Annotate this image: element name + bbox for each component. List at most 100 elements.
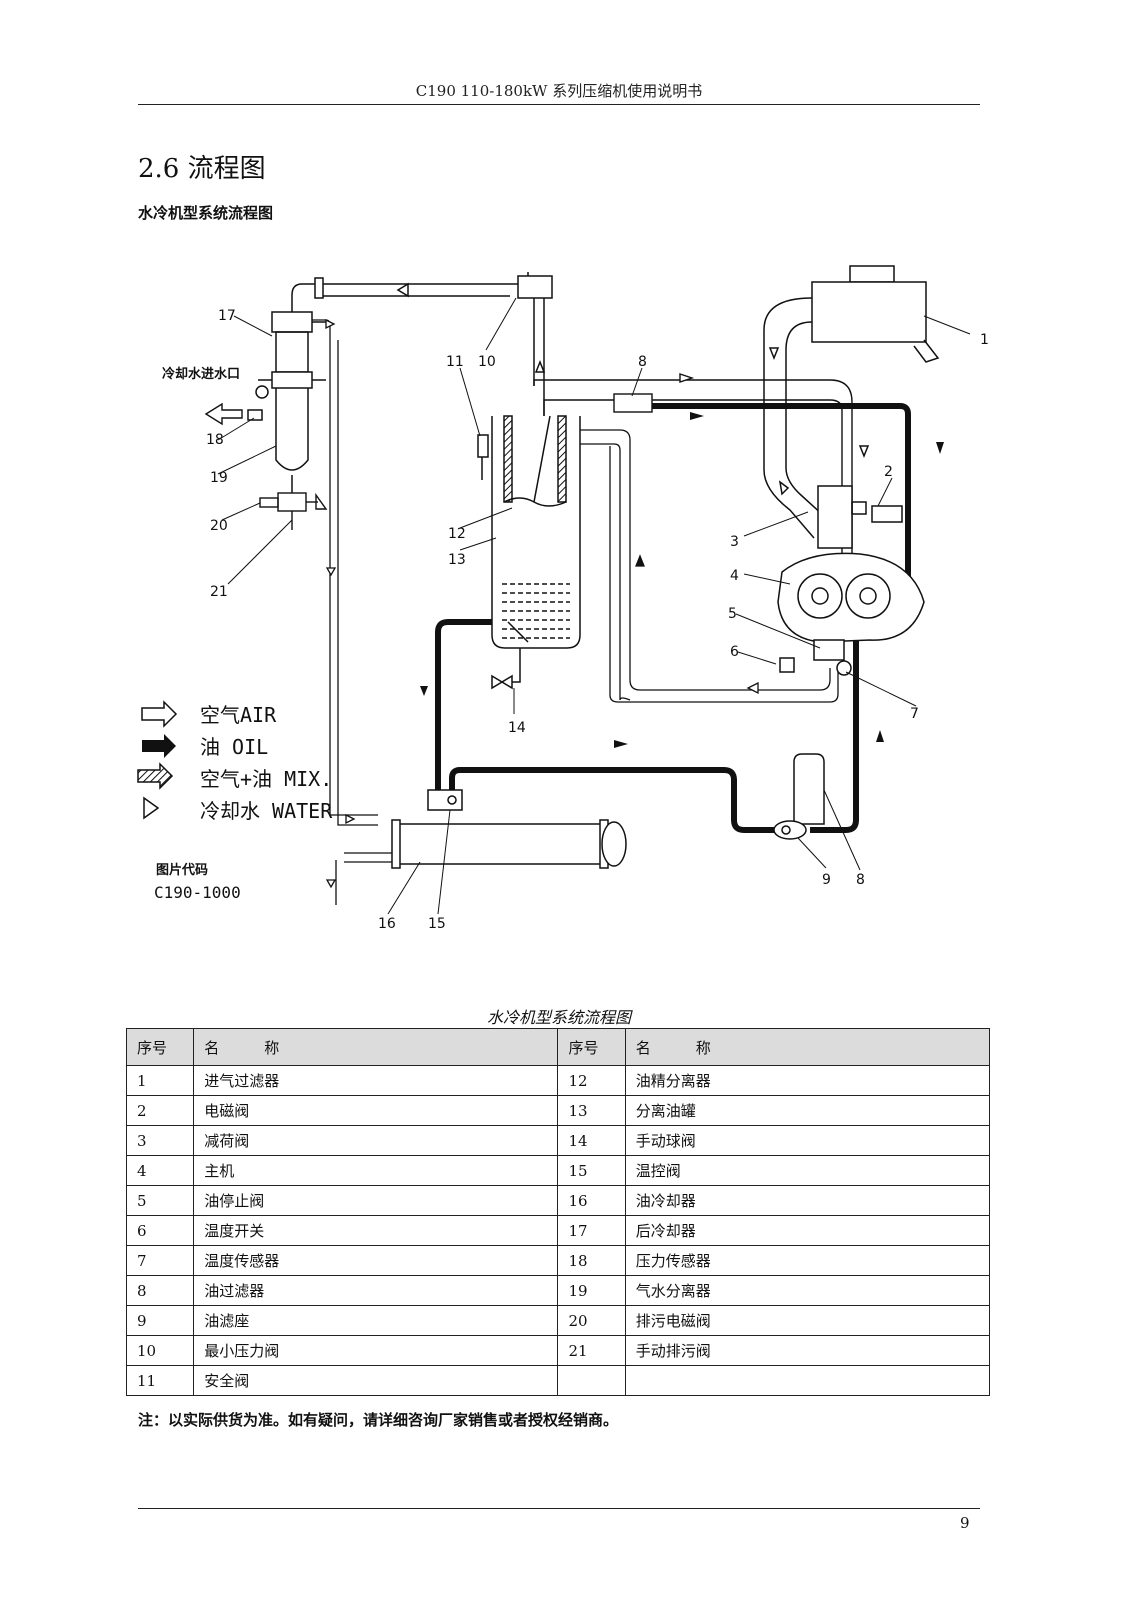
header-no-right: 序号: [557, 1028, 626, 1066]
callout-3: 3: [730, 534, 739, 550]
table-row: 11 安全阀: [125, 1365, 991, 1396]
cell-no: 4: [125, 1155, 195, 1186]
legend-oil-icon: [142, 734, 176, 758]
callout-15: 15: [428, 916, 446, 932]
callout-10: 10: [478, 354, 496, 370]
diagram-subtitle: 水冷机型系统流程图: [138, 204, 274, 222]
cell-no: 16: [557, 1185, 626, 1216]
page-header: C190 110-180kW 系列压缩机使用说明书: [415, 82, 703, 100]
callout-1: 1: [980, 332, 989, 348]
cell-name: 排污电磁阀: [624, 1305, 991, 1336]
cell-no: 15: [557, 1155, 626, 1186]
callout-18: 18: [206, 432, 224, 448]
table-row: 4 主机 15 温控阀: [125, 1155, 991, 1186]
cell-no: 8: [125, 1275, 195, 1306]
cell-name: 油过滤器: [193, 1275, 559, 1306]
cell-no: 18: [557, 1245, 626, 1276]
cell-name: 油冷却器: [624, 1185, 991, 1216]
table-row: 8 油过滤器 19 气水分离器: [125, 1275, 991, 1306]
cell-no: 9: [125, 1305, 195, 1336]
callout-8-top: 8: [638, 354, 647, 370]
callout-12: 12: [448, 526, 466, 542]
table-row: 2 电磁阀 13 分离油罐: [125, 1095, 991, 1126]
legend-air-label: 空气AIR: [200, 703, 277, 727]
cell-name: 分离油罐: [624, 1095, 991, 1126]
cell-name: 手动排污阀: [624, 1335, 991, 1366]
oil-arrow-down: [936, 442, 944, 454]
cell-no: 12: [557, 1065, 626, 1096]
header-divider: [138, 104, 980, 105]
legend: 空气AIR 油 OIL 空气+油 MIX. 冷却水 WATER: [137, 700, 333, 823]
cell-name: 温控阀: [624, 1155, 991, 1186]
oil-arrow-up: [876, 730, 884, 742]
cell-no: 1: [125, 1065, 195, 1096]
cell-name: 气水分离器: [624, 1275, 991, 1306]
cell-no: 3: [125, 1125, 195, 1156]
callout-11: 11: [446, 354, 464, 370]
cell-name: 油停止阀: [193, 1185, 559, 1216]
drain-valves: [259, 492, 328, 530]
cell-name: 最小压力阀: [193, 1335, 559, 1366]
table-row: 10 最小压力阀 21 手动排污阀: [125, 1335, 991, 1366]
cell-name: 压力传感器: [624, 1245, 991, 1276]
leader-lines: [217, 297, 971, 915]
footer-divider: [138, 1508, 980, 1509]
code-value: C190-1000: [154, 883, 241, 902]
separator-tank: [477, 415, 581, 690]
table-row: 3 减荷阀 14 手动球阀: [125, 1125, 991, 1156]
cell-no: 21: [557, 1335, 626, 1366]
legend-mix-icon: [137, 762, 174, 790]
oil-cooler: [391, 789, 627, 869]
water-line: [312, 318, 392, 905]
callout-16: 16: [378, 916, 396, 932]
callout-5: 5: [728, 606, 737, 622]
cell-no: 6: [125, 1215, 195, 1246]
oil-arrow-down-2: [420, 686, 428, 696]
legend-oil-label: 油 OIL: [200, 735, 268, 759]
page-number: 9: [960, 1514, 970, 1532]
discharge-pipe: [323, 272, 553, 416]
cell-no: 11: [125, 1365, 195, 1396]
cell-no: 5: [125, 1185, 195, 1216]
cell-no: 10: [125, 1335, 195, 1366]
table-row: 5 油停止阀 16 油冷却器: [125, 1185, 991, 1216]
return-pipe: [580, 429, 839, 703]
header-name-left: 名 称: [193, 1028, 559, 1066]
callout-4: 4: [730, 568, 739, 584]
callout-7: 7: [910, 706, 919, 722]
legend-water-icon: [143, 796, 160, 820]
callout-6: 6: [730, 644, 739, 660]
cell-name: 进气过滤器: [193, 1065, 559, 1096]
header-no-left: 序号: [125, 1028, 195, 1066]
legend-water-label: 冷却水 WATER: [200, 799, 333, 823]
cell-name: 油滤座: [193, 1305, 559, 1336]
callout-numbers: 1 2 3 4 5 6 7 8 8 9 10 11 12 13 14 15 16…: [206, 308, 989, 932]
table-row: 7 温度传感器 18 压力传感器: [125, 1245, 991, 1276]
oil-arrow-right: [690, 412, 704, 420]
cell-name: 温度开关: [193, 1215, 559, 1246]
cell-no: [557, 1365, 626, 1396]
cell-name: 电磁阀: [193, 1095, 559, 1126]
air-filter: [763, 265, 940, 539]
cell-no: 19: [557, 1275, 626, 1306]
cell-no: 2: [125, 1095, 195, 1126]
callout-17: 17: [218, 308, 236, 324]
cell-no: 17: [557, 1215, 626, 1246]
cell-name: 温度传感器: [193, 1245, 559, 1276]
water-out-arrow: [204, 402, 243, 426]
table-row: 1 进气过滤器 12 油精分离器: [125, 1065, 991, 1096]
footnote: 注：以实际供货为准。如有疑问，请详细咨询厂家销售或者授权经销商。: [138, 1411, 619, 1429]
table-header-row: 序号 名 称 序号 名 称: [125, 1028, 991, 1066]
parts-table: 序号 名 称 序号 名 称 1 进气过滤器 12 油精分离器 2 电磁阀 13 …: [125, 1028, 991, 1396]
section-title: 2.6 流程图: [138, 154, 266, 184]
callout-2: 2: [884, 464, 893, 480]
water-inlet-label: 冷却水进水口: [162, 366, 240, 382]
table-row: 9 油滤座 20 排污电磁阀: [125, 1305, 991, 1336]
legend-air-icon: [141, 700, 178, 728]
compressor: [777, 485, 925, 676]
mix-pipe: [533, 373, 853, 630]
flow-diagram: 1 2 3 4 5 6 7 8 8 9 10 11 12 13 14 15 16…: [137, 265, 989, 932]
callout-8-bottom: 8: [856, 872, 865, 888]
cell-no: 13: [557, 1095, 626, 1126]
cell-name: 手动球阀: [624, 1125, 991, 1156]
